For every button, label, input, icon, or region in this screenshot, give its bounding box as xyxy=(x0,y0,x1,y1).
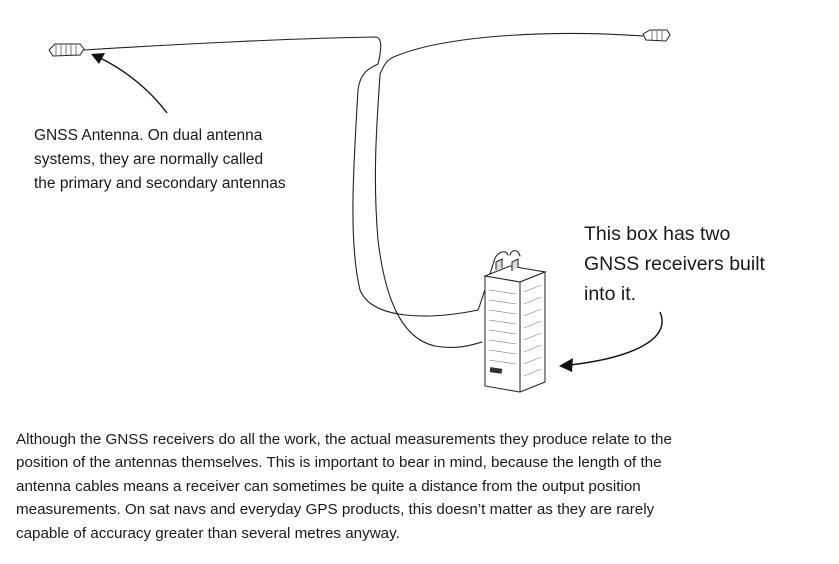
gnss-diagram xyxy=(48,29,671,393)
explanation-caption: Although the GNSS receivers do all the w… xyxy=(16,428,828,545)
antenna-cables xyxy=(83,32,644,349)
caption-line: Although the GNSS receivers do all the w… xyxy=(16,431,672,448)
gnss-receiver-box xyxy=(483,258,547,393)
caption-line: antenna cables means a receiver can some… xyxy=(16,477,641,495)
caption-line: position of the antennas themselves. Thi… xyxy=(16,454,662,472)
antenna-pointer-arrow xyxy=(99,57,168,114)
antenna-label-line: systems, they are normally called xyxy=(34,151,264,168)
box-label-line: GNSS receivers built xyxy=(584,253,765,275)
box-pointer-arrow xyxy=(569,311,663,366)
secondary-antenna xyxy=(642,29,671,42)
box-label-line: into it. xyxy=(584,283,637,305)
antenna-arrowhead xyxy=(91,53,105,64)
box-arrowhead xyxy=(559,358,573,372)
primary-antenna xyxy=(48,43,85,57)
antenna-label-line: GNSS Antenna. On dual antenna xyxy=(34,127,263,144)
antenna-label-line: the primary and secondary antennas xyxy=(34,175,286,192)
pointer-arrows xyxy=(91,53,663,372)
box-label-line: This box has two xyxy=(584,223,731,245)
caption-line: capable of accuracy greater than several… xyxy=(16,524,400,542)
receiver-box-label: This box has two GNSS receivers built in… xyxy=(584,219,824,309)
caption-line: measurements. On sat navs and everyday G… xyxy=(16,501,655,519)
antenna-label: GNSS Antenna. On dual antenna systems, t… xyxy=(34,124,364,196)
